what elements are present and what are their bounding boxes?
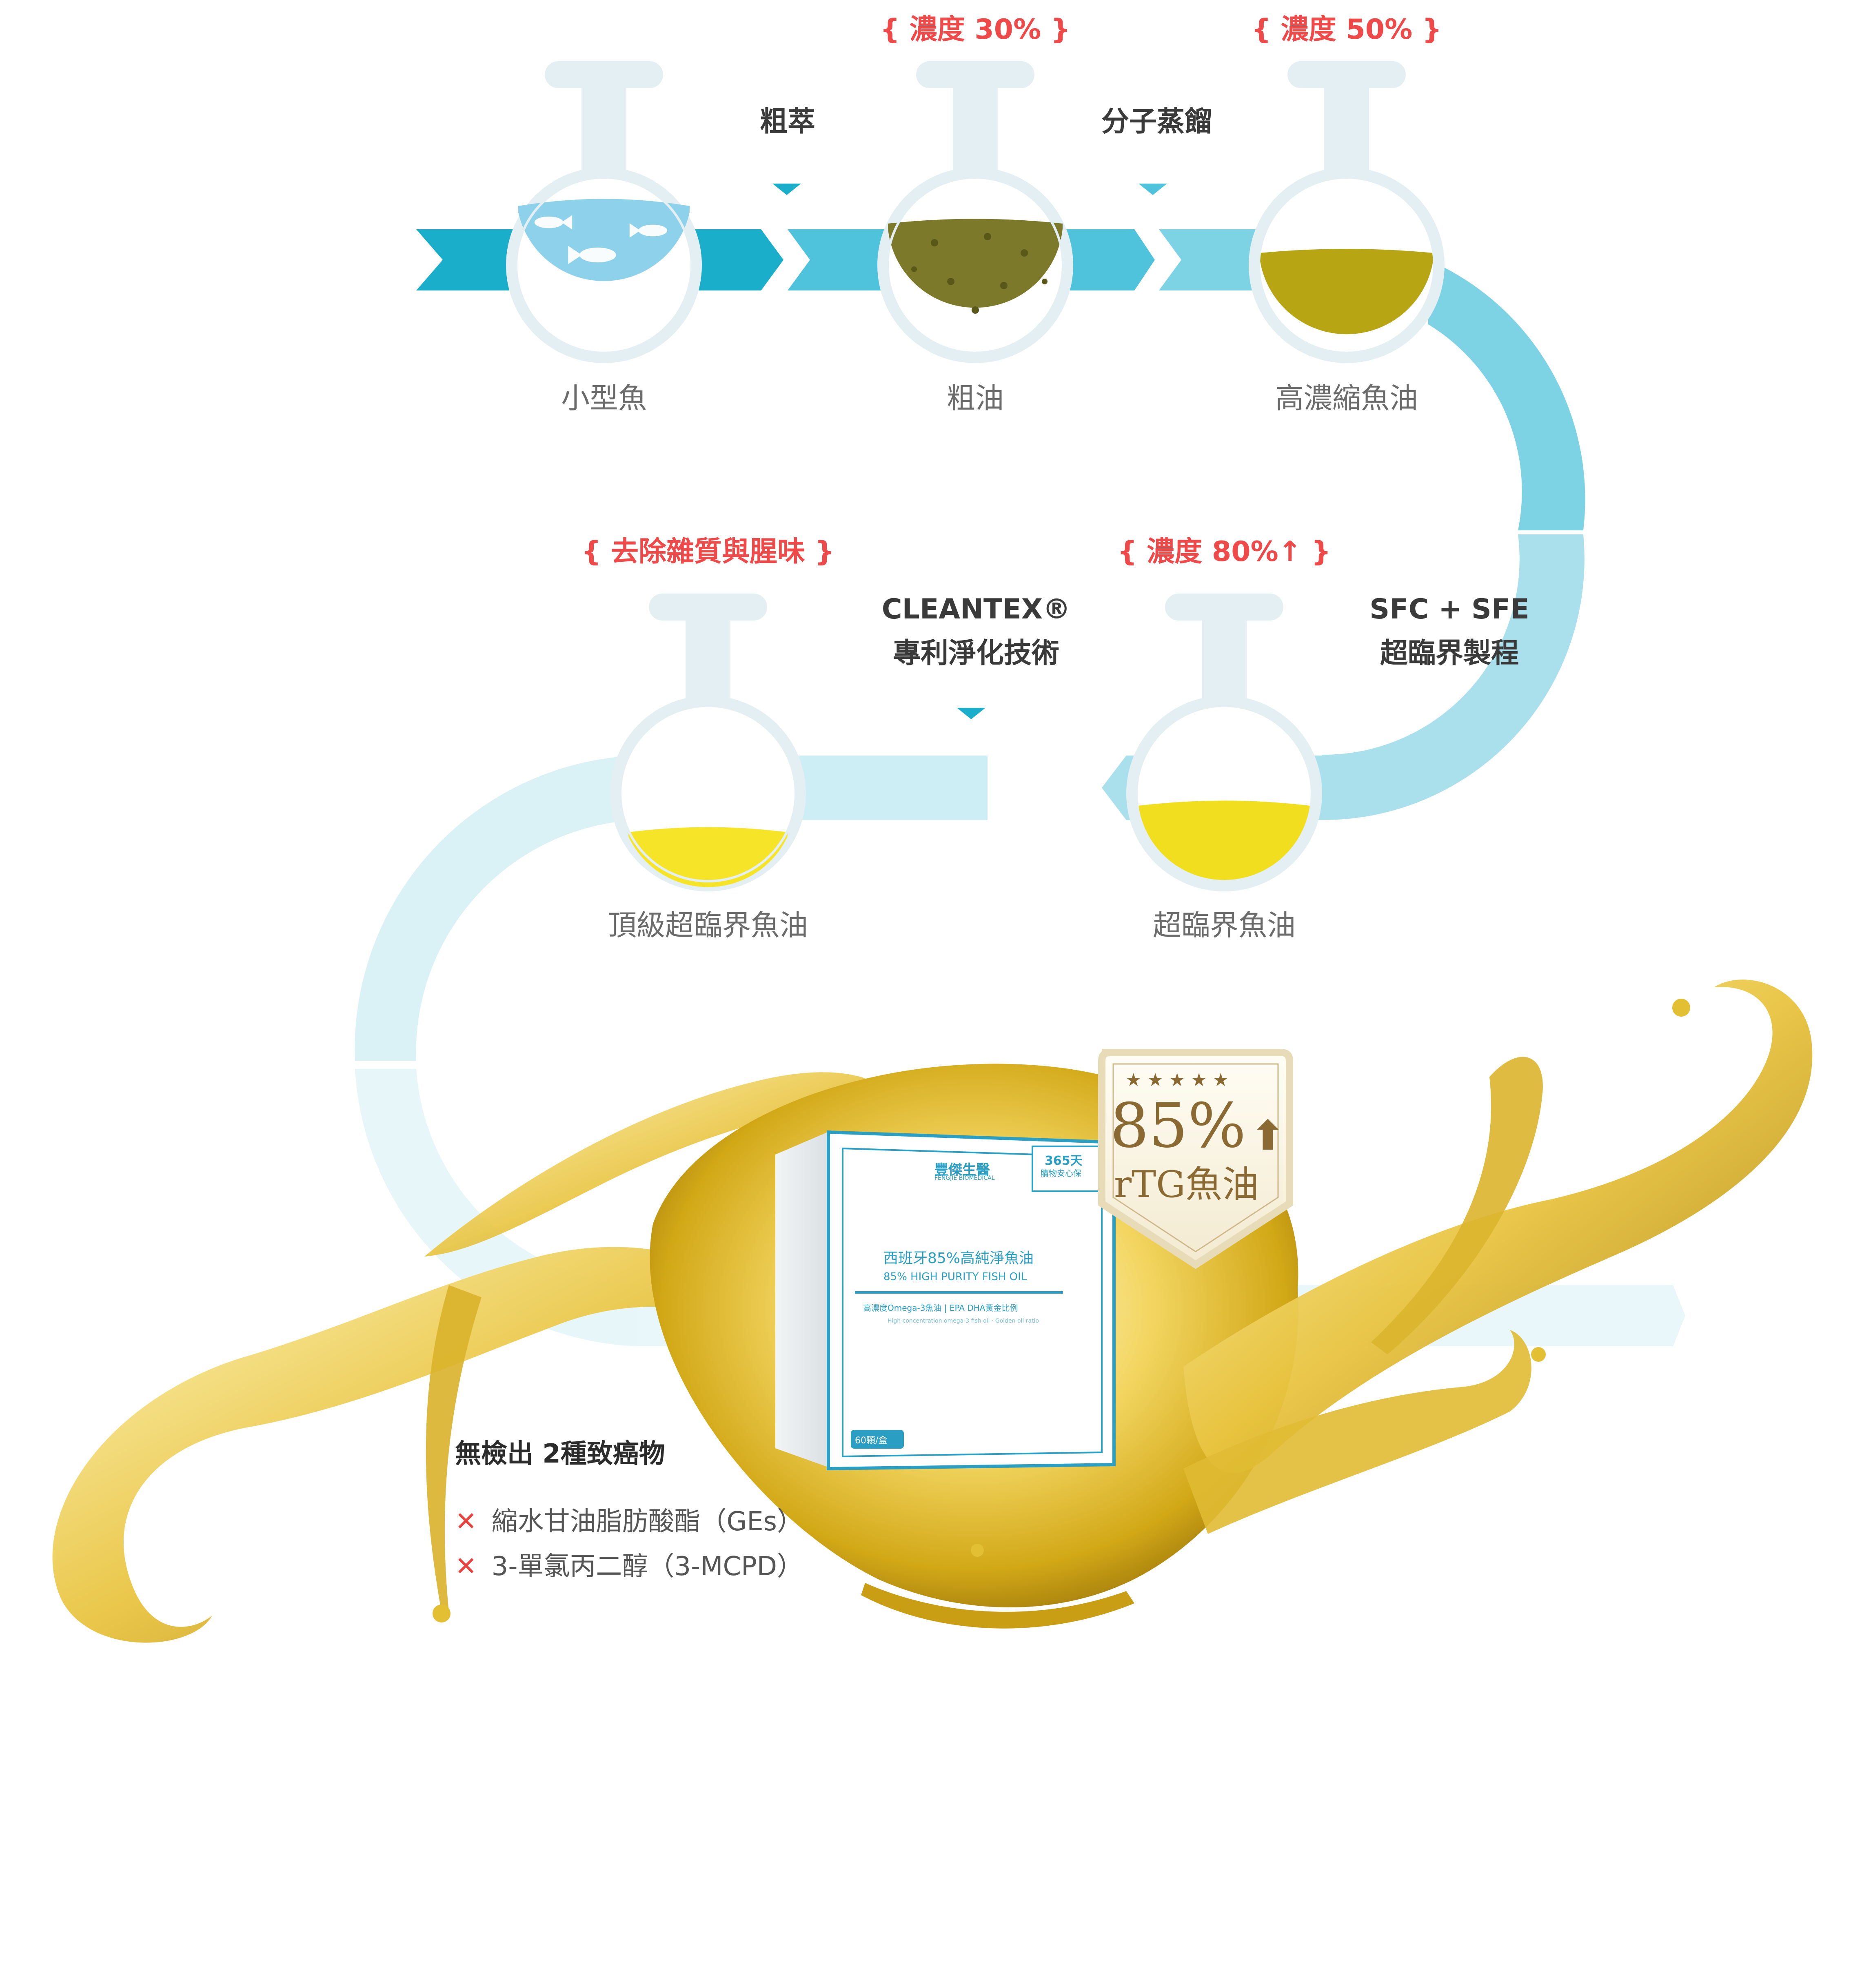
badge-premium-purification: { 去除雜質與腥味 } — [581, 536, 835, 568]
box-guarantee-sub: 購物安心保 — [1041, 1168, 1081, 1178]
track-curve-right — [1428, 260, 1585, 530]
box-product-desc: 高濃度Omega-3魚油 | EPA DHA黃金比例 — [863, 1303, 1018, 1313]
track-segment-5 — [1159, 229, 1265, 290]
track-segment-7 — [796, 756, 988, 820]
no-detect-item: ✕3-單氯丙二醇（3-MCPD） — [455, 1551, 803, 1582]
cross-icon: ✕ — [455, 1551, 477, 1582]
process-cleantex-label: CLEANTEX®專利淨化技術 — [881, 593, 1071, 669]
box-count-tag — [851, 1430, 904, 1449]
track-curve-right-lower — [1322, 534, 1585, 820]
stage-label-fish: 小型魚 — [561, 381, 647, 415]
process-marker-3 — [957, 708, 985, 719]
oil-drop — [1531, 1347, 1546, 1362]
no-detect-title: 無檢出 2種致癌物 — [455, 1439, 665, 1469]
stage-label-concentrated-oil: 高濃縮魚油 — [1275, 381, 1418, 415]
badge-concentrated-concentration: { 濃度 50% } — [1251, 13, 1442, 46]
stage-label-premium-oil: 頂級超臨界魚油 — [608, 909, 808, 942]
splash-bottom — [861, 1583, 1134, 1629]
track-segment-3 — [788, 229, 898, 290]
badge-percent: 85% — [1110, 1090, 1246, 1161]
oil-drop — [971, 1544, 984, 1557]
track-segment-4 — [1061, 229, 1155, 290]
oil-drop — [433, 1605, 451, 1622]
product-box — [775, 1130, 1116, 1471]
box-guarantee: 365天 — [1045, 1154, 1083, 1168]
track-segment-1 — [416, 229, 526, 290]
splash-right-wave — [1183, 980, 1813, 1473]
box-brand: 豐傑生醫 — [934, 1162, 990, 1178]
process-marker-2 — [1139, 184, 1167, 195]
box-product-name-en: 85% HIGH PURITY FISH OIL — [883, 1271, 1027, 1283]
box-brand-en: FENGJIE BIOMEDICAL — [934, 1175, 995, 1181]
box-product-name: 西班牙85%高純淨魚油 — [883, 1250, 1034, 1267]
flask-supercritical-oil — [1126, 594, 1322, 891]
fish-icon — [534, 215, 573, 230]
fish-icon — [629, 223, 668, 238]
up-arrow-icon: ⬆ — [1251, 1112, 1285, 1159]
box-product-desc-en: High concentration omega-3 fish oil · Go… — [888, 1318, 1039, 1324]
track-curve-left — [355, 756, 637, 1061]
splash-left-upper — [424, 1072, 898, 1257]
splash-drop-arm — [426, 1285, 482, 1611]
process-extract-label: 粗萃 — [759, 106, 816, 138]
badge-stars: ★★★★★ — [1125, 1070, 1235, 1090]
badge-crude-concentration: { 濃度 30% } — [880, 13, 1071, 46]
splash-lower-right — [1183, 1330, 1531, 1534]
flask-concentrated-oil — [1249, 61, 1445, 363]
stage-label-supercritical-oil: 超臨界魚油 — [1153, 909, 1296, 942]
flask-premium-oil — [610, 594, 806, 891]
process-distill-label: 分子蒸餾 — [1101, 106, 1213, 138]
box-side — [775, 1130, 832, 1469]
cross-icon: ✕ — [455, 1507, 477, 1537]
badge-type: rTG魚油 — [1114, 1163, 1259, 1206]
box-front — [827, 1130, 1116, 1471]
fish-icon — [590, 309, 629, 324]
fish-icon — [542, 284, 581, 299]
fish-icon — [568, 246, 616, 264]
rtg-badge — [1098, 1049, 1293, 1269]
fish-icons — [534, 215, 668, 324]
box-inner-border — [842, 1147, 1103, 1458]
splash-right-arm — [1371, 1057, 1543, 1354]
process-marker-1 — [772, 184, 801, 195]
stage-label-crude-oil: 粗油 — [947, 381, 1004, 415]
fish-icon — [625, 280, 664, 295]
oil-drop — [1672, 999, 1690, 1017]
box-count: 60顆/盒 — [855, 1436, 888, 1446]
flask-crude-oil — [877, 61, 1073, 363]
no-detect-item: ✕縮水甘油脂肪酸酯（GEs） — [455, 1507, 803, 1537]
badge-supercritical-concentration: { 濃度 80%↑ } — [1117, 536, 1331, 568]
track-segment-2 — [694, 229, 783, 290]
